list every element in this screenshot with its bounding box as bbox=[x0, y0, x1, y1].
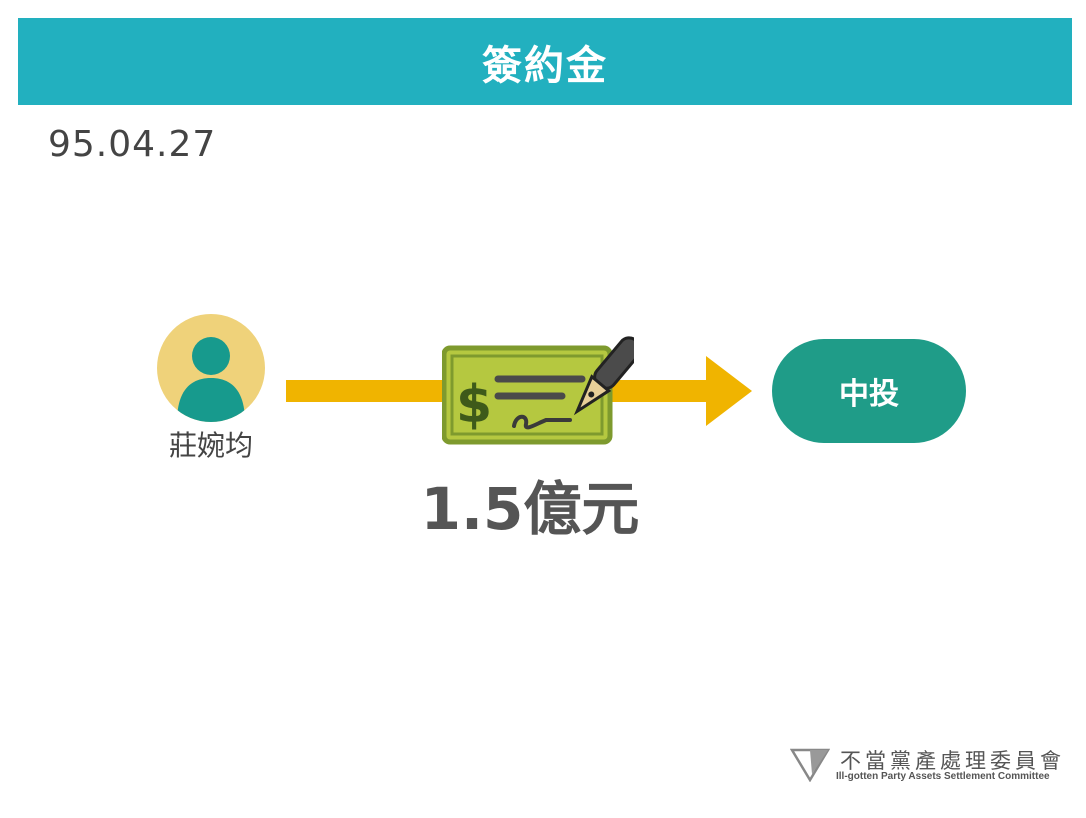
arrow-head bbox=[706, 356, 752, 426]
payer-name: 莊婉均 bbox=[168, 429, 253, 462]
payer-avatar bbox=[157, 314, 265, 422]
page-title: 簽約金 bbox=[482, 42, 608, 89]
committee-name-en: Ill-gotten Party Assets Settlement Commi… bbox=[836, 771, 1050, 782]
recipient-badge: 中投 bbox=[772, 339, 966, 443]
committee-logo-icon bbox=[790, 748, 830, 782]
recipient-label: 中投 bbox=[839, 377, 899, 412]
event-date: 95.04.27 bbox=[48, 124, 217, 165]
person-icon-head bbox=[192, 337, 230, 375]
header-banner: 簽約金 bbox=[18, 18, 1072, 105]
svg-text:$: $ bbox=[456, 375, 492, 435]
transfer-amount: 1.5億元 bbox=[420, 475, 640, 543]
person-icon-body bbox=[177, 378, 245, 422]
committee-name-cn: 不當黨產處理委員會 bbox=[840, 749, 1065, 773]
check-with-pen-icon: $ bbox=[442, 336, 634, 445]
